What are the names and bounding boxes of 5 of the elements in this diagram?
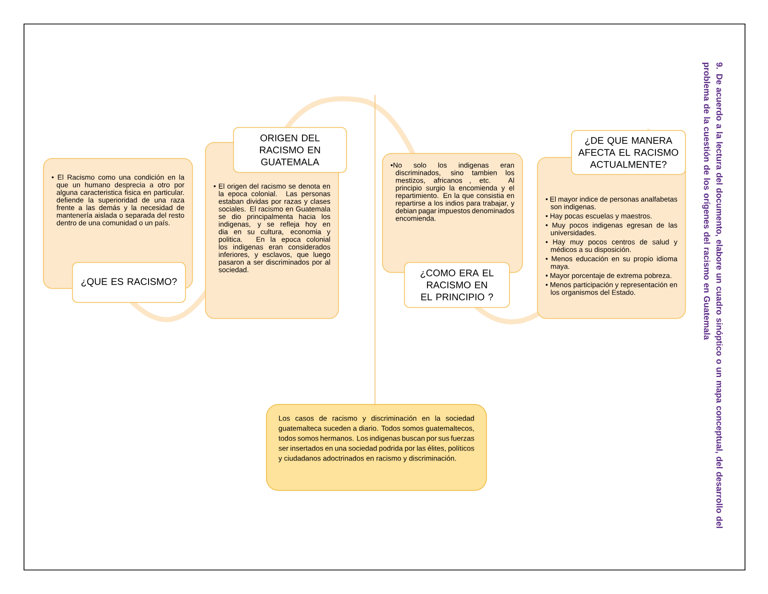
heading-box: ORIGEN DEL RACISMO EN GUATEMALA (233, 127, 347, 173)
title: 9. De acuerdo a la lectura del documento, elabore un cuadro sinóptico o un mapa conceptual, del desarrollo del problema de la cuestión de los orígenes del racismo en Guatemala (702, 62, 723, 528)
heading-box: ¿DE QUE MANERA AFECTA EL RACISMO ACTUALMENTE? (571, 130, 686, 175)
heading-box: ¿QUE ES RACISMO? (72, 262, 186, 303)
heading-box: ¿COMO ERA EL RACISMO EN EL PRINCIPIO ? (404, 262, 510, 308)
